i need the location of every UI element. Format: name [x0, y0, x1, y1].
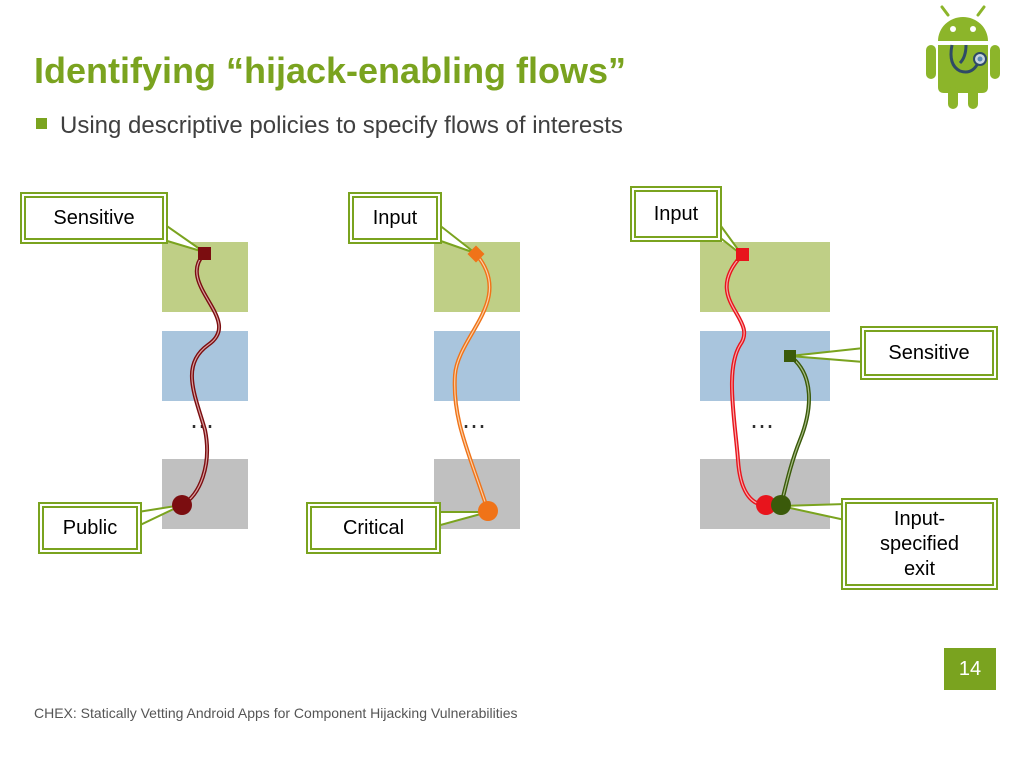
diagram3-top-component: [700, 242, 830, 312]
diagram1-flow-line: [180, 252, 222, 507]
square-bullet-icon: [36, 118, 47, 129]
diagram2-sink-pointer: [436, 511, 489, 528]
diagram3-sink-marker-2: [771, 495, 791, 515]
page-number: 14: [944, 648, 996, 690]
footer-text: CHEX: Statically Vetting Android Apps fo…: [34, 705, 518, 721]
diagram3-sink-marker-1: [756, 495, 776, 515]
diagram2-middle-component: [434, 331, 520, 401]
diagram3-sink-callout: Input- specified exit: [845, 502, 994, 586]
diagram2-ellipsis: …: [462, 406, 488, 434]
android-with-stethoscope-icon: [926, 5, 1000, 109]
diagram3-second-source-callout: Sensitive: [864, 330, 994, 376]
diagram3-second-source-marker: [784, 350, 796, 362]
diagram2-source-pointer: [437, 221, 476, 254]
diagram3-flow-line-2: [779, 354, 811, 506]
diagram1-middle-component: [162, 331, 248, 401]
diagram3-ellipsis: …: [750, 406, 776, 434]
diagram1-sink-pointer: [137, 504, 183, 528]
diagram3-source-pointer: [717, 218, 743, 256]
diagram1-sink-callout: Public: [42, 506, 138, 550]
diagram3-bottom-component: [700, 459, 830, 529]
diagram2-flow-line: [452, 252, 492, 512]
diagram2-source-marker: [467, 245, 485, 263]
diagram2-sink-callout: Critical: [310, 506, 437, 550]
diagram2-sink-marker: [478, 501, 498, 521]
diagram2-source-callout: Input: [352, 196, 438, 240]
diagram1-source-marker: [198, 247, 211, 260]
diagram3-second-source-pointer: [789, 346, 865, 364]
diagram1-source-callout: Sensitive: [24, 196, 164, 240]
diagram3-source-callout: Input: [634, 190, 718, 238]
diagram1-source-pointer: [163, 222, 205, 253]
bullet-text: Using descriptive policies to specify fl…: [60, 112, 623, 139]
diagram1-sink-marker: [172, 495, 192, 515]
diagram3-source-marker: [736, 248, 749, 261]
slide-title: Identifying “hijack-enabling flows”: [34, 50, 627, 91]
